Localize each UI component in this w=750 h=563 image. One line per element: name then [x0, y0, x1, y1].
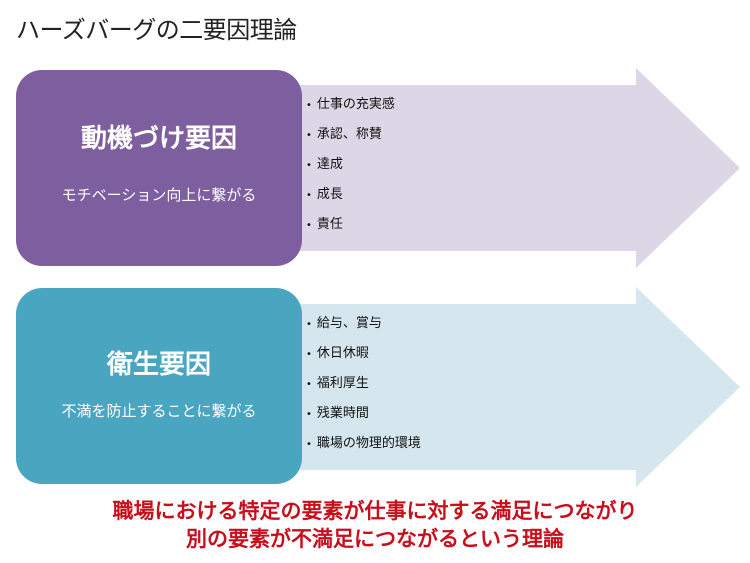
- hygiene-box: 衛生要因 不満を防止することに繋がる: [16, 288, 302, 484]
- hygiene-heading: 衛生要因: [106, 350, 211, 380]
- hygiene-items: 給与、賞与 休日休暇 福利厚生 残業時間 職場の物理的環境: [306, 309, 421, 459]
- list-item: 成長: [306, 180, 395, 210]
- motivation-items: 仕事の充実感 承認、称賛 達成 成長 責任: [306, 90, 395, 240]
- list-item: 休日休暇: [306, 339, 421, 369]
- conclusion-text: 職場における特定の要素が仕事に対する満足につながり 別の要素が不満足につながると…: [0, 497, 750, 553]
- list-item: 残業時間: [306, 399, 421, 429]
- list-item: 職場の物理的環境: [306, 429, 421, 459]
- list-item: 責任: [306, 210, 395, 240]
- page-title: ハーズバーグの二要因理論: [16, 16, 297, 44]
- motivation-box: 動機づけ要因 モチベーション向上に繋がる: [16, 70, 302, 266]
- list-item: 達成: [306, 150, 395, 180]
- conclusion-line-1: 職場における特定の要素が仕事に対する満足につながり: [112, 499, 638, 523]
- list-item: 承認、称賛: [306, 120, 395, 150]
- conclusion-line-2: 別の要素が不満足につながるという理論: [186, 527, 564, 551]
- motivation-heading: 動機づけ要因: [80, 124, 237, 154]
- motivation-subtitle: モチベーション向上に繋がる: [61, 186, 257, 204]
- list-item: 仕事の充実感: [306, 90, 395, 120]
- list-item: 給与、賞与: [306, 309, 421, 339]
- list-item: 福利厚生: [306, 369, 421, 399]
- hygiene-subtitle: 不満を防止することに繋がる: [61, 402, 257, 420]
